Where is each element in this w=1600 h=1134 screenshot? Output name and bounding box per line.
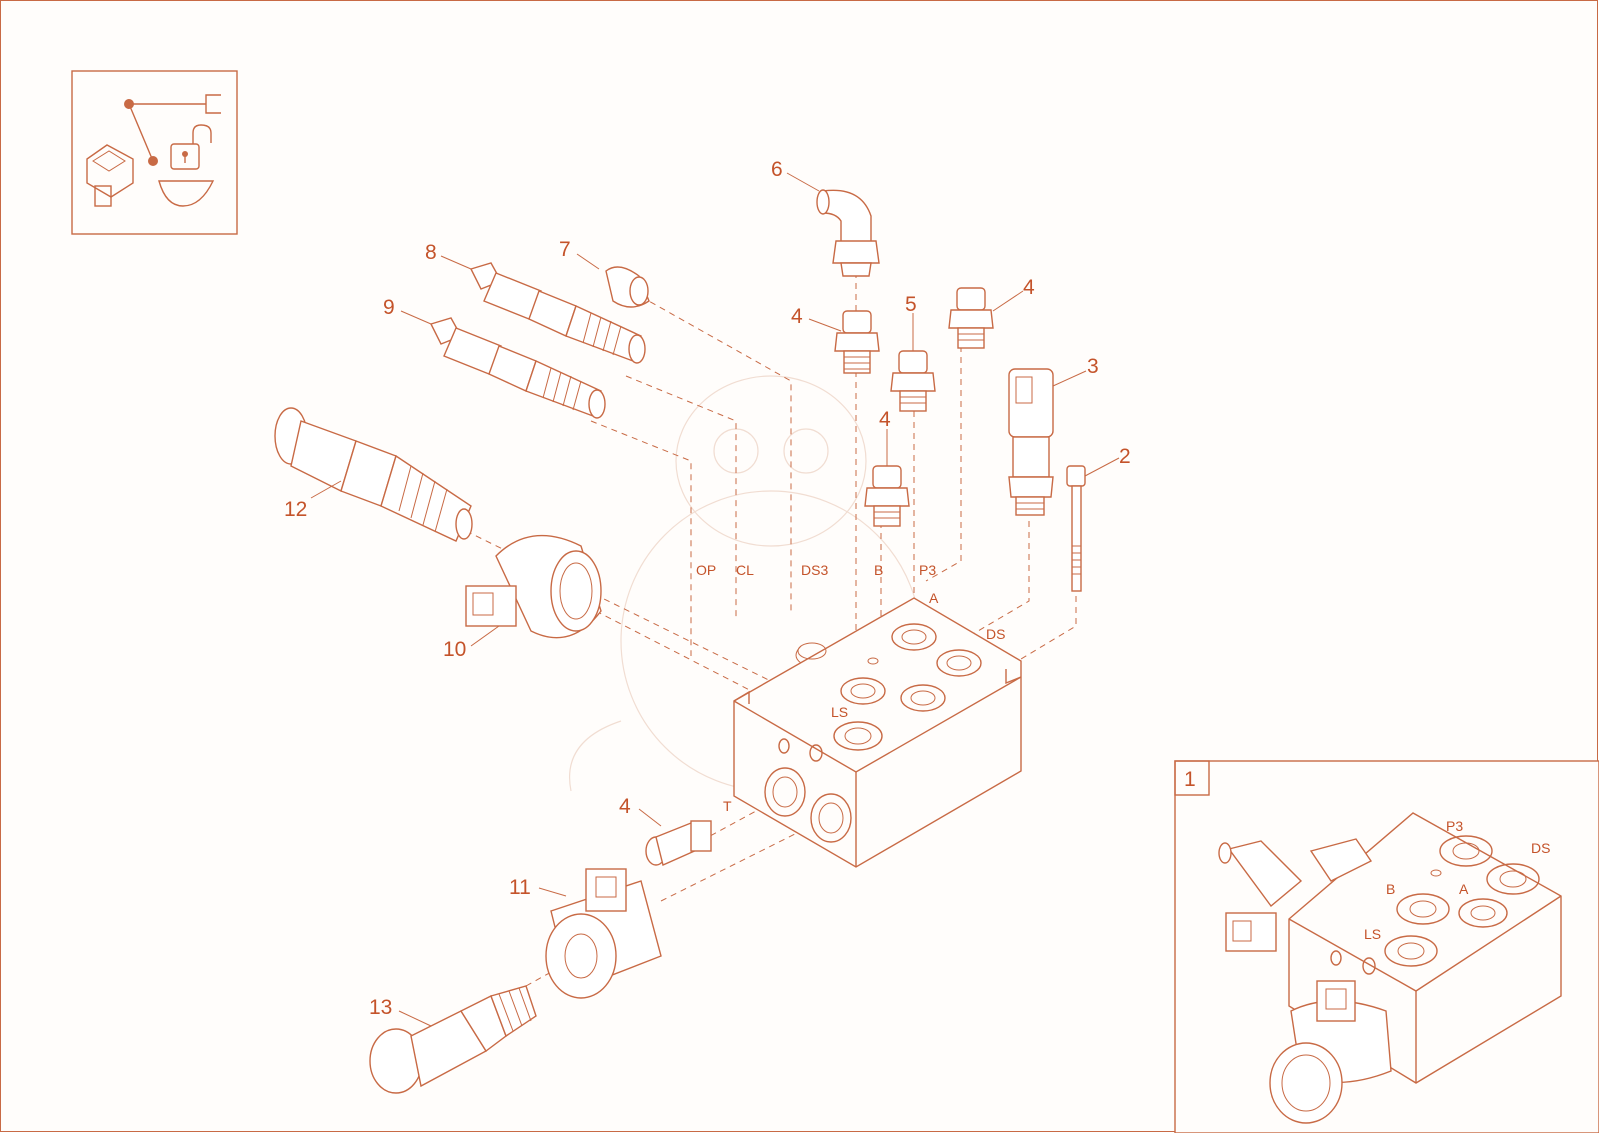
callout-10: 10 <box>443 638 466 661</box>
callout-8: 8 <box>425 241 437 264</box>
callout-11: 11 <box>509 876 531 899</box>
plug <box>605 266 650 308</box>
port-label-ds3: DS3 <box>801 562 828 578</box>
port-label-ls: LS <box>831 704 848 720</box>
adapter-fitting-b-port <box>864 465 910 527</box>
coil-11 <box>545 868 662 999</box>
port-label-cl: CL <box>736 562 754 578</box>
mounting-bolt <box>1066 465 1086 592</box>
callout-3: 3 <box>1087 355 1099 378</box>
port-label-p3: P3 <box>919 562 936 578</box>
callout-13: 13 <box>369 996 392 1019</box>
solenoid-valve-13 <box>369 985 537 1094</box>
inset-port-label-b: B <box>1386 881 1395 897</box>
callout-7: 7 <box>559 238 571 261</box>
cartridge-valve-9 <box>430 317 606 419</box>
solenoid-valve-12 <box>274 407 473 542</box>
seat-switch-icon <box>86 144 134 207</box>
callout-6: 6 <box>771 158 783 181</box>
bucket-icon <box>158 180 215 207</box>
elbow-fitting <box>816 189 880 277</box>
inset-port-label-a: A <box>1459 881 1469 897</box>
callout-4-c: 4 <box>879 408 891 431</box>
pressure-sensor <box>1008 368 1054 516</box>
inset-port-label-p3: P3 <box>1446 818 1463 834</box>
leader-lines <box>310 172 1120 1027</box>
unlock-icon <box>170 124 212 170</box>
callout-12: 12 <box>284 498 307 521</box>
inset-port-label-ls: LS <box>1364 926 1381 942</box>
callout-9: 9 <box>383 296 395 319</box>
port-label-op: OP <box>696 562 716 578</box>
callout-4-b: 4 <box>1023 276 1035 299</box>
inset-detail: 1 P3 DS B A LS <box>1174 760 1599 1133</box>
manifold-block <box>733 597 1022 868</box>
adapter-fitting-t <box>645 820 712 866</box>
callout-2: 2 <box>1119 445 1131 468</box>
port-label-ds: DS <box>986 626 1005 642</box>
port-label-a: A <box>929 590 939 606</box>
callout-4-d: 4 <box>619 795 631 818</box>
cartridge-valve-8 <box>470 262 646 364</box>
coil-10 <box>465 534 602 639</box>
adapter-fitting-p3 <box>890 350 936 412</box>
callout-4-a: 4 <box>791 305 803 328</box>
port-label-b: B <box>874 562 883 578</box>
inset-label: 1 <box>1184 768 1196 791</box>
adapter-fitting-a <box>834 310 880 374</box>
linkage-icon <box>124 94 221 166</box>
callout-5: 5 <box>905 293 917 316</box>
adapter-fitting-b <box>948 287 994 349</box>
function-symbol-box <box>71 70 238 235</box>
port-label-t: T <box>723 798 732 814</box>
inset-port-label-ds: DS <box>1531 840 1550 856</box>
